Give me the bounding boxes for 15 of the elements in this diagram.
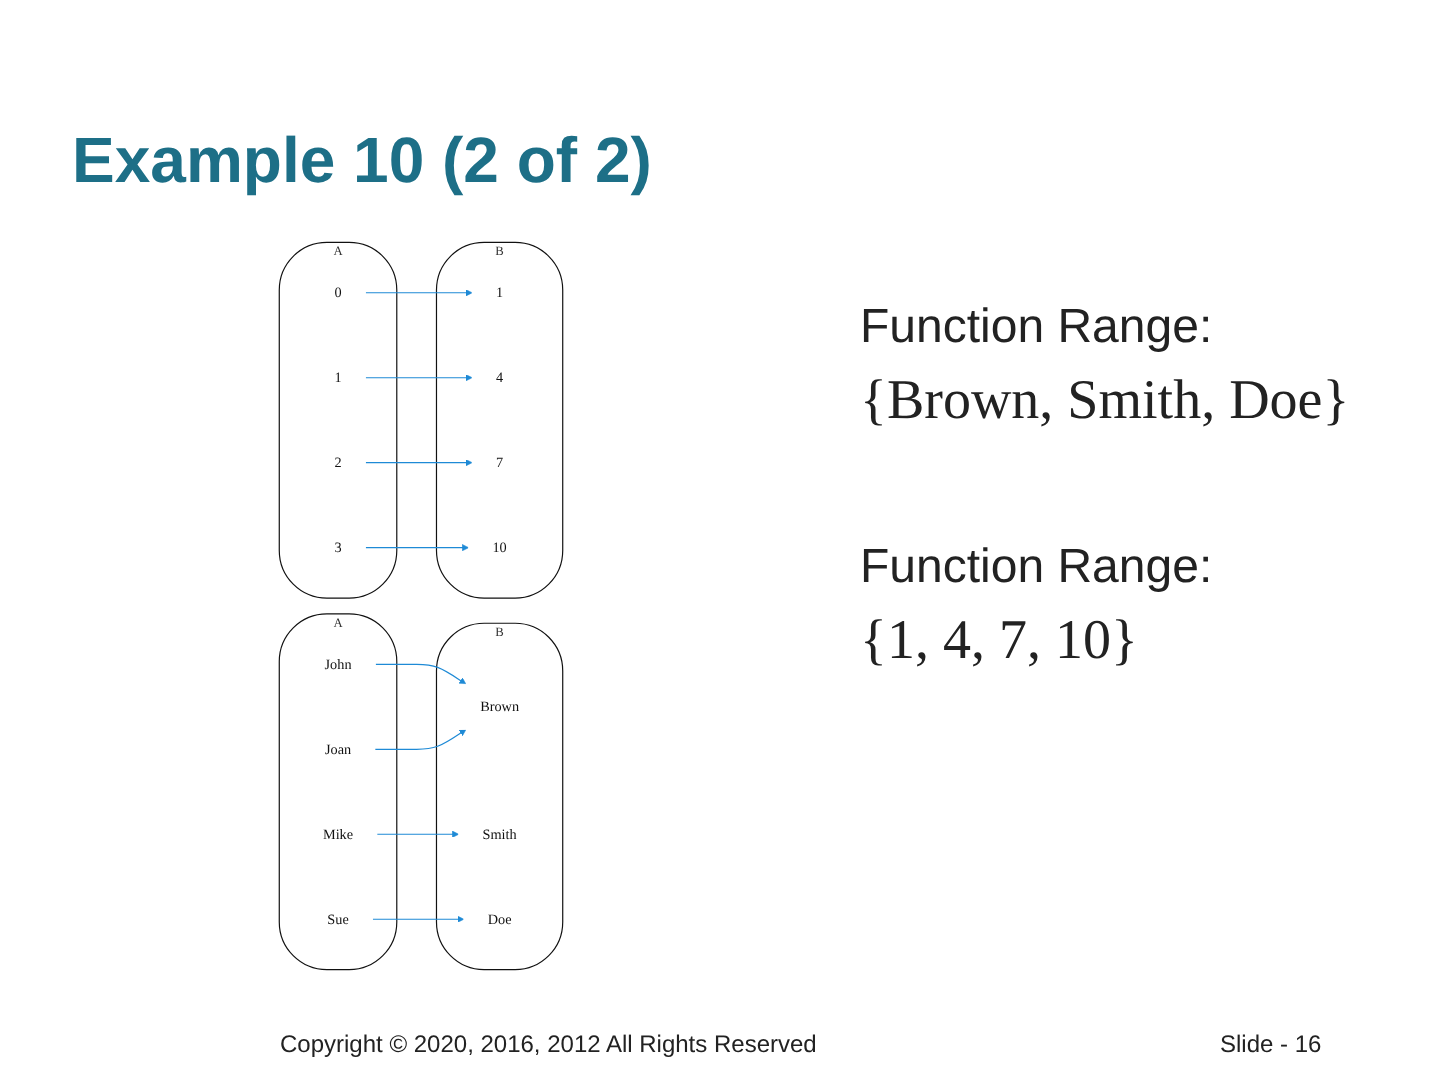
arrow (363, 544, 468, 552)
arrow (363, 459, 472, 467)
function-range-label: Function Range: (860, 540, 1213, 596)
arrow (373, 663, 466, 685)
function-range-label: Function Range: (860, 300, 1213, 356)
range-set: {Brown, Smith, Doe} (860, 370, 1350, 434)
range-set: {1, 4, 7, 10} (860, 610, 1138, 674)
copyright-notice: Copyright © 2020, 2016, 2012 All Rights Reserved (280, 1030, 817, 1058)
arrow (373, 729, 466, 750)
arrow (363, 374, 472, 382)
arrow (370, 915, 464, 923)
slide-title: Example 10 (2 of 2) (72, 124, 652, 198)
arrow (363, 289, 472, 297)
slide-number: Slide - 16 (1220, 1030, 1322, 1058)
arrow (375, 830, 459, 838)
